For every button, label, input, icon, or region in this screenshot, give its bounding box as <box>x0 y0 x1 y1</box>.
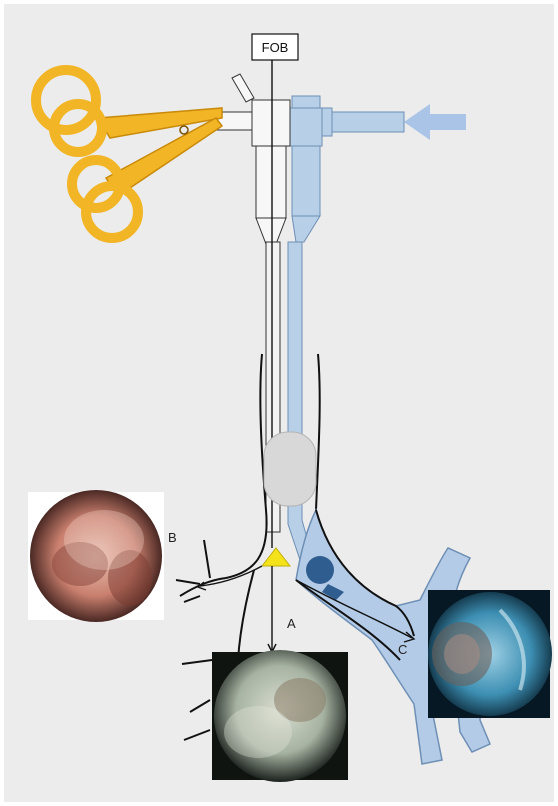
endoscopic-image-c <box>428 590 552 718</box>
endoscopic-image-a <box>212 650 348 782</box>
blocker-balloon <box>306 556 334 584</box>
endoscopic-image-b <box>28 490 164 622</box>
label-b: B <box>168 530 177 545</box>
label-a: A <box>287 616 296 631</box>
adapter-body <box>288 108 322 146</box>
fob-label: FOB <box>262 40 289 55</box>
fob-lumen-upper <box>256 146 286 218</box>
tracheal-cuff <box>264 432 316 506</box>
label-c: C <box>398 642 407 657</box>
fob-port-body <box>252 100 290 146</box>
blocker-lumen-upper <box>292 146 320 216</box>
